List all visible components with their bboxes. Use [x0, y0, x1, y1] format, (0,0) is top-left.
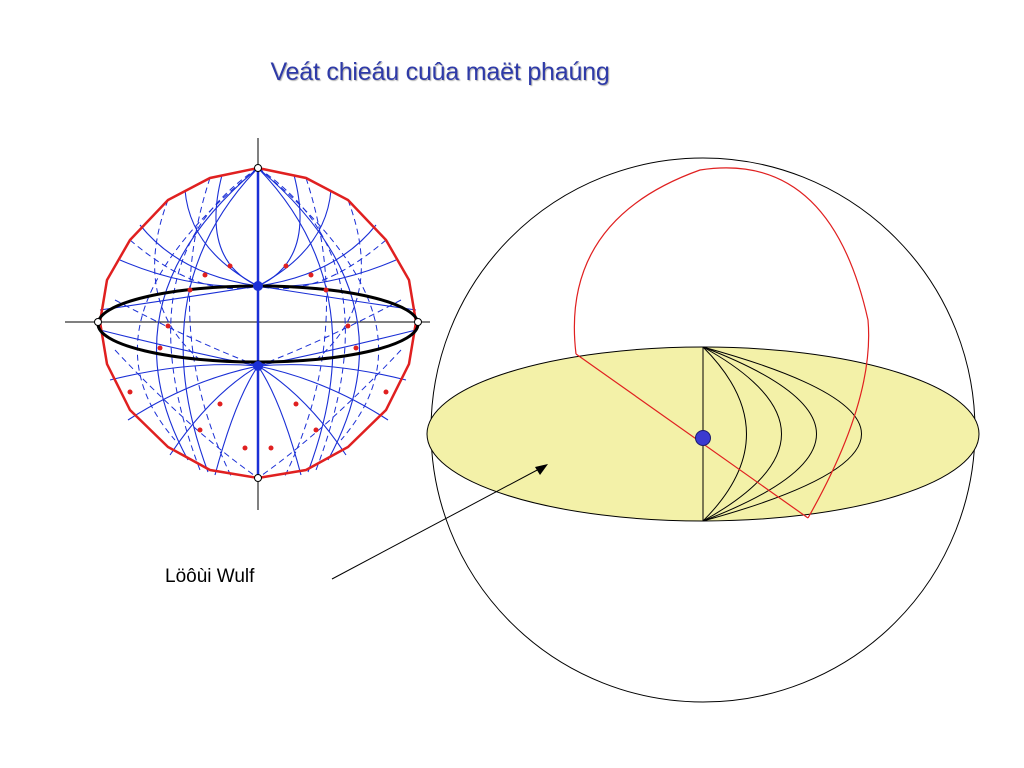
great-circle-chord — [575, 353, 809, 519]
pointer-arrow — [331, 464, 548, 580]
wulf-net-label: Löôùi Wulf — [165, 566, 255, 587]
net-lower-pole — [253, 361, 263, 371]
slide-title: Veát chieáu cuûa maët phaúng — [270, 58, 610, 86]
net-red-points — [127, 263, 389, 451]
net-upper-pole — [253, 281, 263, 291]
stereonet-diagram — [65, 138, 430, 510]
net-dashed-meridians — [114, 167, 402, 479]
great-circle-arc — [573, 167, 870, 519]
center-pole-point — [695, 430, 711, 446]
net-rim-markers — [94, 164, 422, 482]
sphere-projection-diagram — [426, 157, 980, 703]
